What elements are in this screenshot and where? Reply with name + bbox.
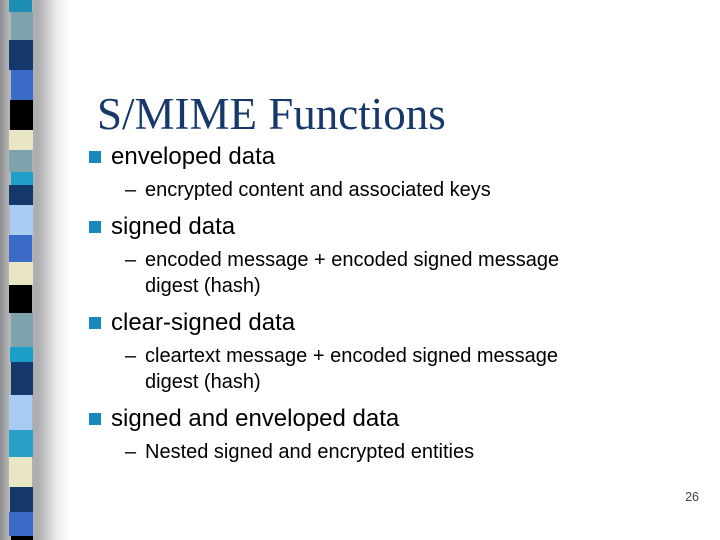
bullet-square-icon bbox=[89, 413, 101, 425]
strip-block bbox=[9, 512, 33, 536]
bullet-square-icon bbox=[89, 317, 101, 329]
strip-block bbox=[9, 130, 33, 150]
sub-bullet-row: – encrypted content and associated keys bbox=[88, 177, 668, 203]
strip-block bbox=[11, 70, 33, 100]
bullet-list: enveloped data – encrypted content and a… bbox=[88, 142, 668, 474]
sub-bullet-row: – encoded message + encoded signed messa… bbox=[88, 247, 668, 299]
dash-icon: – bbox=[125, 345, 137, 367]
strip-block bbox=[10, 347, 33, 362]
strip-block bbox=[10, 487, 33, 512]
sub-bullet-row: – Nested signed and encrypted entities bbox=[88, 439, 668, 465]
dash-icon: – bbox=[125, 179, 137, 201]
bullet-heading: clear-signed data bbox=[111, 309, 296, 336]
strip-block bbox=[10, 100, 33, 130]
bullet-square-icon bbox=[89, 221, 101, 233]
strip-block bbox=[9, 185, 33, 205]
bullet-heading-row: signed and enveloped data bbox=[88, 404, 668, 434]
strip-block bbox=[9, 262, 33, 285]
strip-block bbox=[10, 205, 33, 235]
sub-bullet-text: cleartext message + encoded signed messa… bbox=[145, 345, 559, 393]
bullet-heading-row: clear-signed data bbox=[88, 308, 668, 338]
sub-bullet-text: encoded message + encoded signed message… bbox=[145, 249, 560, 297]
decorative-strip bbox=[9, 0, 34, 540]
bullet-heading: signed data bbox=[111, 213, 236, 240]
sub-bullet-text: encrypted content and associated keys bbox=[145, 179, 491, 201]
bullet-heading: signed and enveloped data bbox=[111, 405, 400, 432]
bullet-section: signed and enveloped data – Nested signe… bbox=[88, 404, 668, 465]
bullet-section: enveloped data – encrypted content and a… bbox=[88, 142, 668, 203]
bullet-section: clear-signed data – cleartext message + … bbox=[88, 308, 668, 395]
page-number: 26 bbox=[685, 490, 699, 504]
slide-title: S/MIME Functions bbox=[97, 89, 446, 140]
strip-block bbox=[9, 395, 32, 430]
strip-block bbox=[9, 0, 32, 12]
strip-block bbox=[11, 12, 33, 40]
strip-block bbox=[9, 150, 32, 172]
bullet-heading: enveloped data bbox=[111, 143, 276, 170]
bullet-heading-row: signed data bbox=[88, 212, 668, 242]
bullet-section: signed data – encoded message + encoded … bbox=[88, 212, 668, 299]
strip-block bbox=[11, 172, 33, 185]
strip-block bbox=[9, 40, 33, 70]
dash-icon: – bbox=[125, 441, 137, 463]
strip-block bbox=[9, 235, 32, 262]
bullet-heading-row: enveloped data bbox=[88, 142, 668, 172]
strip-block bbox=[9, 285, 32, 313]
strip-block bbox=[9, 430, 33, 457]
strip-block bbox=[9, 457, 32, 487]
strip-block bbox=[11, 362, 33, 395]
sub-bullet-text: Nested signed and encrypted entities bbox=[145, 441, 475, 463]
strip-block bbox=[11, 313, 33, 347]
strip-block bbox=[11, 536, 33, 540]
bullet-square-icon bbox=[89, 151, 101, 163]
dash-icon: – bbox=[125, 249, 137, 271]
sub-bullet-row: – cleartext message + encoded signed mes… bbox=[88, 343, 668, 395]
